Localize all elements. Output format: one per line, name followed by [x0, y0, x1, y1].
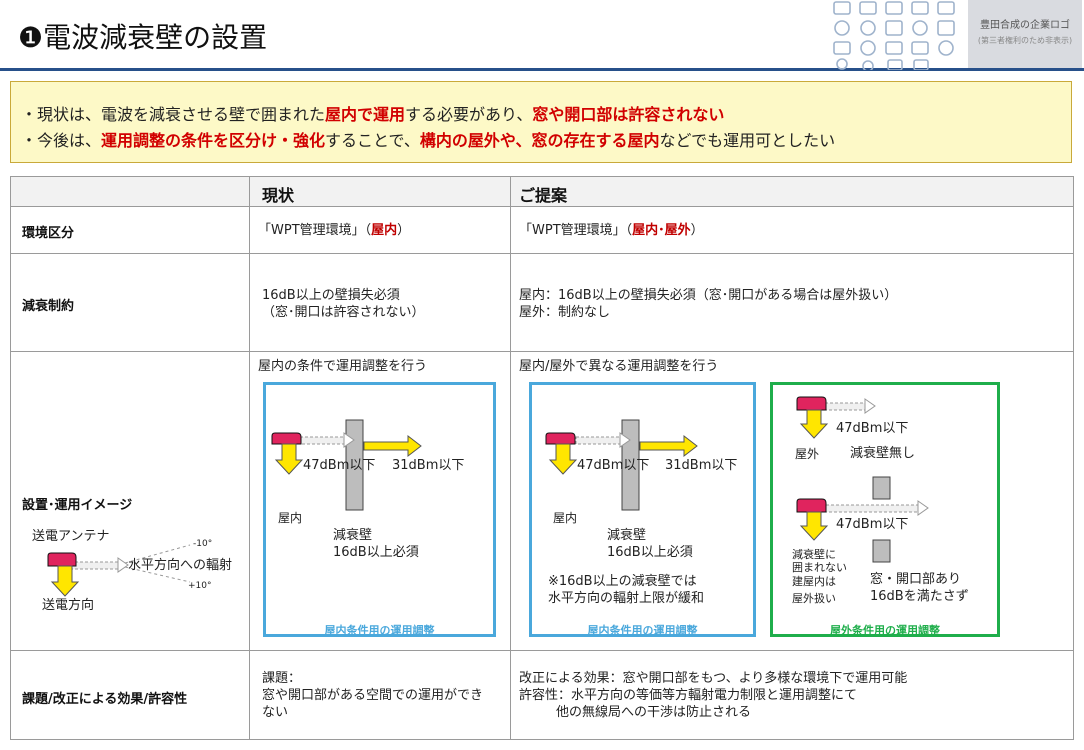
logo-text: 豊田合成の企業ロゴ [980, 20, 1070, 31]
table-border [10, 253, 1074, 254]
table-border [10, 650, 1074, 651]
table-border [10, 351, 1074, 352]
row-label-issues-effects: 課題/改正による効果/許容性 [22, 692, 188, 707]
summary-highlight: 運用調整の条件を区分け・強化 [101, 131, 326, 150]
diagram3-outdoor-label: 屋外 [795, 447, 820, 461]
cell-effect-proposal-1: 改正による効果：窓や開口部をもつ、より多様な環境下で運用可能 [519, 671, 908, 686]
table-border [510, 176, 511, 740]
legend-horizontal-label: 水平方向への輻射 [128, 558, 233, 573]
summary-box: ・現状は、電波を減衰させる壁で囲まれた屋内で運用する必要があり、窓や開口部は許容… [10, 81, 1072, 163]
summary-text: する必要があり、 [405, 105, 533, 124]
table-border [10, 176, 11, 740]
summary-line-1: ・現状は、電波を減衰させる壁で囲まれた屋内で運用する必要があり、窓や開口部は許容… [21, 101, 724, 125]
cell-effect-proposal-3: 他の無線局への干渉は防止される [556, 705, 752, 720]
row-label-installation-image: 設置･運用イメージ [22, 498, 133, 513]
table-header-row [10, 176, 1074, 206]
row-label-environment: 環境区分 [22, 226, 75, 241]
diagram2-indoor-label: 屋内 [553, 511, 578, 525]
table-border [10, 739, 1074, 740]
summary-text: することで、 [325, 131, 420, 150]
diagram1-47dbm-label: 47dBm以下 [303, 458, 376, 473]
table-border [249, 176, 250, 740]
diagram3-side-2: 囲まれない [792, 561, 847, 574]
cell-text: ） [690, 223, 704, 238]
summary-highlight: 屋内で運用 [325, 105, 406, 124]
cell-issue-current-2: 窓や開口部がある空間での運用ができ [262, 688, 484, 703]
diagram-frame-indoor-current [263, 382, 496, 637]
diagram1-wall-req: 16dB以上必須 [333, 545, 419, 560]
diagram2-note-2: 水平方向の輻射上限が緩和 [548, 591, 705, 606]
diagram1-indoor-label: 屋内 [278, 511, 303, 525]
summary-text: ・今後は、 [21, 131, 102, 150]
cell-text: 「WPT管理環境」（ [519, 223, 633, 238]
summary-line-2: ・今後は、運用調整の条件を区分け・強化することで、構内の屋外や、窓の存在する屋内… [21, 127, 835, 151]
title-underline [0, 68, 1084, 71]
diagram2-caption: 屋内条件用の運用調整 [587, 624, 698, 637]
diagram-2-graphic [545, 419, 698, 511]
logo-note: (第三者権利のため非表示) [977, 36, 1073, 45]
diagram-frame-outdoor-proposal [770, 382, 1000, 637]
diagram3-side-3: 建屋内は [792, 575, 836, 588]
diagram3-side-4: 屋外扱い [792, 592, 836, 605]
cell-image-proposal-header: 屋内/屋外で異なる運用調整を行う [519, 359, 719, 374]
diagram-1-graphic [271, 419, 422, 511]
diagram3-side-1: 減衰壁に [792, 548, 836, 561]
legend-minus10: -10° [193, 539, 213, 549]
cell-attenuation-current-1: 16dB以上の壁損失必須 [262, 288, 400, 303]
summary-highlight: 窓や開口部は許容されない [532, 105, 725, 124]
column-header-current: 現状 [262, 186, 295, 205]
diagram1-caption: 屋内条件用の運用調整 [324, 624, 435, 637]
cell-highlight: 屋内･屋外 [632, 223, 691, 238]
cell-attenuation-proposal-1: 屋内：16dB以上の壁損失必須（窓･開口がある場合は屋外扱い） [519, 288, 898, 303]
cell-effect-proposal-2: 許容性：水平方向の等価等方輻射電力制限と運用調整にて [519, 688, 858, 703]
diagram3-47dbm-label-a: 47dBm以下 [836, 421, 909, 436]
cell-environment-current: 「WPT管理環境」（屋内） [258, 222, 410, 239]
table-border [10, 206, 1074, 207]
diagram1-wall-label: 減衰壁 [333, 528, 373, 543]
diagram-frame-indoor-proposal [529, 382, 756, 637]
diagram1-31dbm-label: 31dBm以下 [392, 458, 465, 473]
diagram2-47dbm-label: 47dBm以下 [577, 458, 650, 473]
diagram3-caption: 屋外条件用の運用調整 [830, 624, 940, 637]
diagram3-window-1: 窓・開口部あり [870, 572, 962, 587]
decorative-icon-cluster-icon [833, 1, 955, 70]
page-title: ❶電波減衰壁の設置 [18, 21, 268, 54]
column-header-proposal: ご提案 [519, 186, 568, 205]
diagram3-47dbm-label-b: 47dBm以下 [836, 517, 909, 532]
summary-text: ・現状は、電波を減衰させる壁で囲まれた [21, 105, 326, 124]
diagram3-nowall-label: 減衰壁無し [850, 446, 916, 461]
diagram2-note-1: ※16dB以上の減衰壁では [548, 574, 697, 589]
cell-issue-current-3: ない [262, 705, 289, 720]
summary-highlight: 構内の屋外や、窓の存在する屋内 [419, 131, 660, 150]
summary-text: などでも運用可としたい [659, 131, 836, 150]
legend-plus10: +10° [188, 581, 212, 591]
legend-antenna-label: 送電アンテナ [32, 529, 110, 544]
cell-environment-proposal: 「WPT管理環境」（屋内･屋外） [519, 222, 704, 239]
diagram2-wall-req: 16dB以上必須 [607, 545, 693, 560]
cell-text: ） [397, 223, 411, 238]
diagram3-window-2: 16dBを満たさず [870, 589, 969, 604]
legend-direction-label: 送電方向 [42, 598, 95, 613]
legend-graphic [47, 544, 191, 597]
cell-attenuation-proposal-2: 屋外：制約なし [519, 305, 611, 320]
diagram-3-graphic [796, 396, 929, 563]
table-border [1073, 176, 1074, 740]
diagram2-31dbm-label: 31dBm以下 [665, 458, 738, 473]
row-label-attenuation: 減衰制約 [22, 299, 75, 314]
table-border [10, 176, 1074, 177]
cell-image-current-header: 屋内の条件で運用調整を行う [258, 359, 428, 374]
cell-attenuation-current-2: （窓･開口は許容されない） [262, 305, 425, 320]
diagram2-wall-label: 減衰壁 [607, 528, 647, 543]
cell-issue-current-1: 課題： [262, 671, 302, 686]
cell-text: 「WPT管理環境」（ [258, 223, 372, 238]
company-logo-placeholder: 豊田合成の企業ロゴ (第三者権利のため非表示) [968, 0, 1082, 68]
cell-highlight: 屋内 [371, 223, 398, 238]
